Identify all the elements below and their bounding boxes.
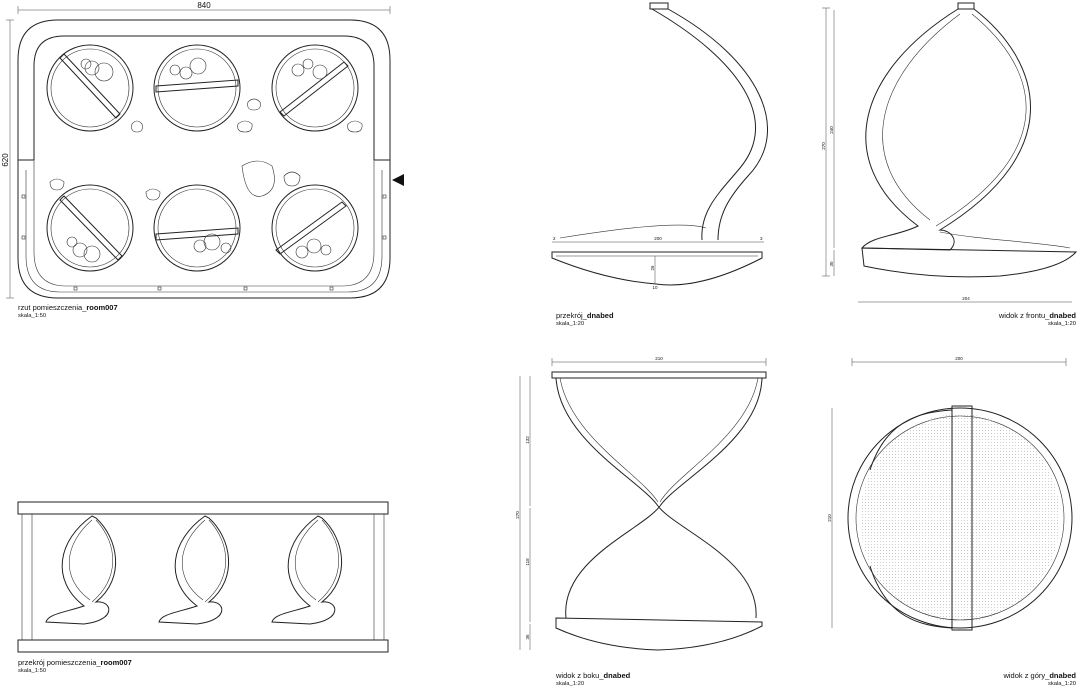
caption-name: dnabed: [1049, 311, 1076, 320]
bed-top-view: 200 210: [827, 356, 1073, 631]
room-section: [17, 501, 389, 653]
triangle-arrow-icon: [392, 174, 404, 186]
top-width-label: 200: [955, 356, 963, 361]
side-upper-label: 132: [525, 436, 530, 444]
section-bottom-label: 10: [652, 285, 658, 290]
caption-scale: skala_1:50: [18, 668, 47, 674]
bed-plan-5: [153, 184, 241, 272]
caption-scale: skala_1:20: [556, 681, 585, 687]
section-width-label: 200: [654, 236, 662, 241]
caption-front: widok z frontu_dnabed skala_1:20: [999, 311, 1076, 329]
stools: [49, 98, 363, 201]
plan-height-dimension: 620: [1, 19, 14, 299]
caption-scale: skala_1:20: [556, 321, 585, 327]
caption-prefix: przekrój pomieszczenia_: [18, 658, 101, 667]
caption-room-section: przekrój pomieszczenia_room007 skala_1:5…: [18, 658, 132, 676]
plan-width-dimension: 840: [17, 1, 391, 14]
section-mid-label: 26: [650, 265, 655, 271]
bed-plan-3: [271, 44, 359, 132]
bed-plan-1: [46, 44, 134, 132]
caption-top: widok z góry_dnabed skala_1:20: [1003, 671, 1076, 689]
room-plan: 840 620: [1, 1, 404, 299]
caption-prefix: widok z frontu_: [998, 311, 1050, 320]
plan-width-label: 840: [197, 1, 211, 10]
room-outer-wall: [17, 19, 391, 299]
caption-name: dnabed: [586, 311, 614, 320]
caption-name: room007: [100, 658, 132, 667]
front-base-label: 30: [829, 261, 834, 267]
caption-prefix: przekrój_: [556, 311, 587, 320]
caption-side: widok z boku_dnabed skala_1:20: [556, 671, 630, 689]
caption-section: przekrój_dnabed skala_1:20: [556, 311, 614, 329]
caption-prefix: widok z boku_: [556, 671, 604, 680]
caption-scale: skala_1:50: [18, 313, 47, 319]
bed-plan-2: [153, 44, 241, 132]
bed-plan-4: [46, 184, 134, 272]
caption-name: dnabed: [603, 671, 631, 680]
front-height-label: 270: [821, 142, 826, 150]
section-left-label: 2: [553, 236, 556, 241]
caption-room-plan: rzut pomieszczenia_room007 skala_1:50: [18, 303, 118, 321]
caption-name: dnabed: [1049, 671, 1076, 680]
caption-scale: skala_1:20: [1047, 681, 1076, 687]
section-right-label: 3: [760, 236, 763, 241]
caption-prefix: rzut pomieszczenia_: [18, 303, 87, 312]
plan-height-label: 620: [1, 153, 10, 167]
caption-prefix: widok z góry_: [1003, 671, 1050, 680]
side-mid-label: 118: [525, 558, 530, 566]
wall-posts: [21, 194, 387, 291]
caption-scale: skala_1:20: [1047, 321, 1076, 327]
top-height-label: 210: [827, 514, 832, 522]
bed-plan-6: [271, 184, 359, 272]
bed-side-view: 210 270 132 118 36: [515, 356, 767, 651]
bed-section-drawing: 200 2 3 26 10: [551, 2, 768, 290]
front-width-label: 204: [962, 296, 970, 301]
bed-section-3: [271, 515, 343, 625]
bed-section-2: [158, 515, 230, 625]
side-base-label: 36: [525, 634, 530, 640]
bed-section-1: [45, 515, 117, 625]
bed-front-view: 270 240 30 204: [821, 2, 1078, 303]
side-height-label: 270: [515, 511, 520, 519]
front-inner-label: 240: [829, 126, 834, 134]
side-width-label: 210: [655, 356, 663, 361]
room-curved-wall: [33, 35, 375, 160]
caption-name: room007: [86, 303, 118, 312]
